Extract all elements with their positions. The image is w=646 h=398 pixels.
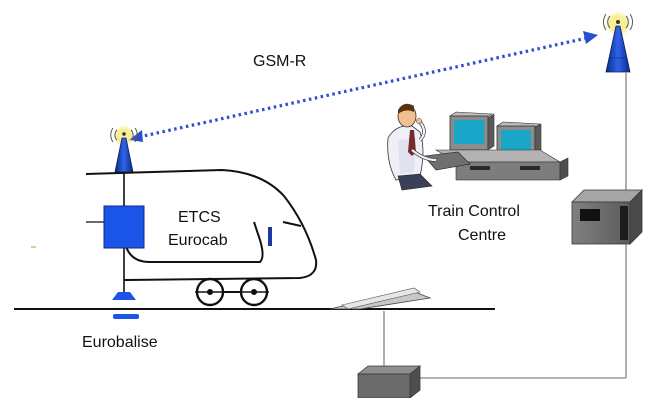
rbc-server-cabinet-icon — [571, 189, 643, 245]
etcs-label-line1: ETCS — [178, 209, 221, 226]
train-antenna-tower-icon — [110, 125, 138, 173]
eurobalise-label: Eurobalise — [82, 334, 158, 351]
wheel-right — [239, 277, 269, 307]
wheel-left — [195, 277, 225, 307]
eurocab-indicator — [268, 227, 272, 246]
trackside-antenna-tower-icon — [602, 11, 634, 73]
gsm-r-label: GSM-R — [253, 53, 306, 70]
train-control-centre-label-line1: Train Control — [428, 203, 520, 220]
eurobalise-marker — [113, 314, 139, 319]
trackside-ramp-icon — [329, 287, 432, 310]
computer-workstation-icon — [423, 111, 569, 181]
etcs-label-line2: Eurocab — [168, 232, 228, 249]
eurocab-unit — [103, 205, 145, 249]
train-wheels — [195, 277, 269, 307]
onboard-balise-antenna — [112, 292, 136, 300]
train-control-centre-label-line2: Centre — [458, 227, 506, 244]
operator-person-icon — [387, 103, 437, 191]
interlocking-equipment-box-icon — [356, 365, 422, 398]
